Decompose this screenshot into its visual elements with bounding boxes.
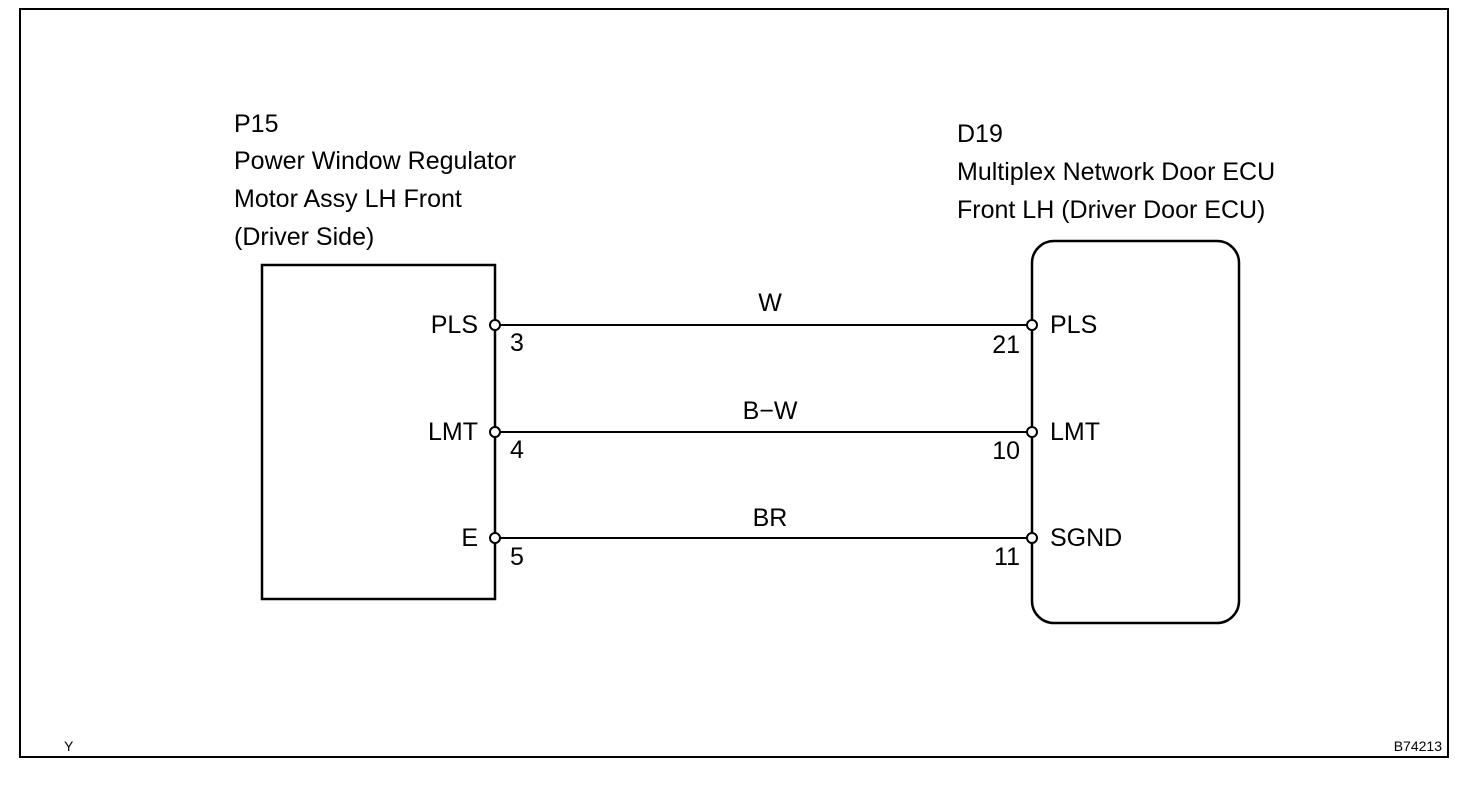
diagram-frame [19,8,1449,758]
figure-id: B74213 [1393,738,1442,754]
right-terminal-label: PLS [1050,311,1098,339]
wire-color-label: W [758,289,782,317]
left-terminal-lmt-node [489,426,501,438]
right-pin-number: 11 [994,543,1020,571]
right-component-name-line-1: Multiplex Network Door ECU [957,158,1276,186]
right-component-name-line-2: Front LH (Driver Door ECU) [957,196,1266,224]
right-component-code: D19 [957,120,1003,148]
left-terminal-label: LMT [428,418,478,446]
left-pin-number: 3 [510,329,524,357]
left-component-name-line-1: Power Window Regulator [234,147,517,175]
right-terminal-label: SGND [1050,524,1123,552]
left-terminal-label: PLS [430,311,478,339]
footer-left-mark: Y [64,738,74,754]
right-pin-number: 21 [992,331,1020,359]
left-terminal-pls-node [489,319,501,331]
left-pin-number: 5 [510,543,524,571]
left-component-name-line-3: (Driver Side) [234,223,375,251]
right-terminal-pls-node [1026,319,1038,331]
right-pin-number: 10 [992,437,1020,465]
right-terminal-lmt-node [1026,426,1038,438]
right-terminal-label: LMT [1050,418,1100,446]
wire-color-label: B−W [742,397,798,425]
left-terminal-label: E [461,524,478,552]
wire-color-label: BR [752,504,788,532]
right-terminal-sgnd-node [1026,532,1038,544]
left-component-name-line-2: Motor Assy LH Front [234,185,462,213]
left-component-code: P15 [234,110,279,138]
left-terminal-e-node [489,532,501,544]
left-pin-number: 4 [510,436,524,464]
